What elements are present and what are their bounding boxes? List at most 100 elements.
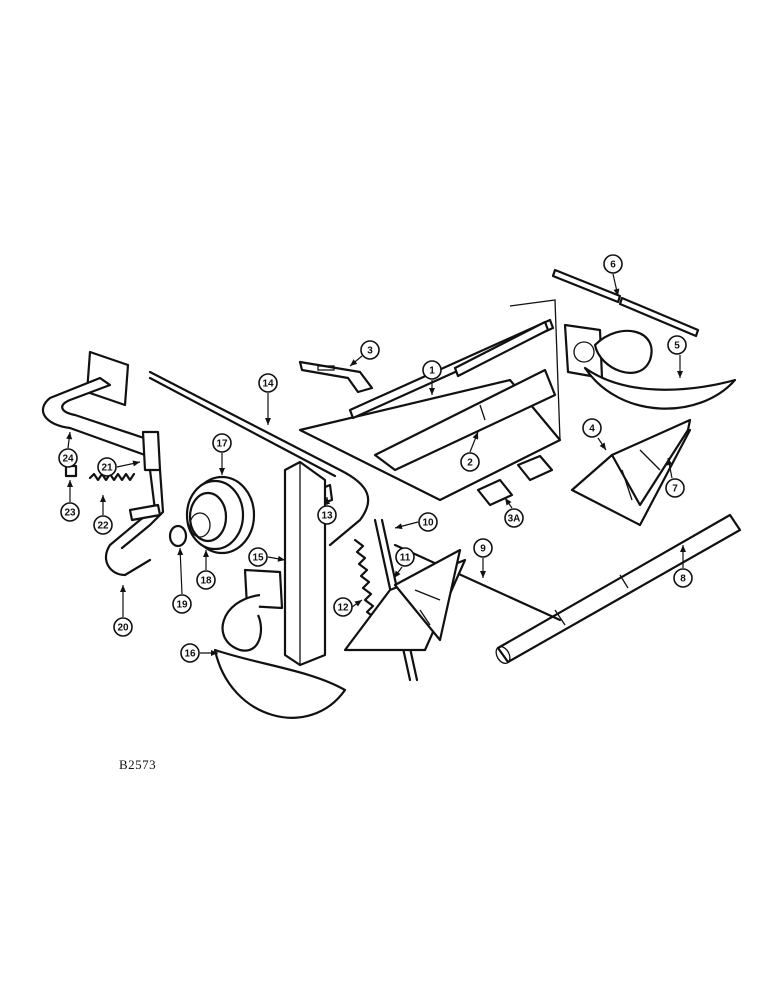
- callout-circle: [667, 335, 687, 355]
- part-20-21-crank: [104, 430, 165, 577]
- callout-arrowhead: [324, 497, 330, 504]
- callout-12: 12: [333, 597, 363, 617]
- callout-arrowhead: [67, 480, 73, 487]
- callout-circle: [93, 515, 113, 535]
- callout-arrowhead: [211, 650, 218, 656]
- callout-circle: [665, 478, 685, 498]
- callout-number: 20: [117, 623, 129, 634]
- callout-number: 5: [674, 341, 680, 352]
- callout-leader: [179, 547, 183, 595]
- part-22-spring: [88, 472, 136, 482]
- callout-circle: [212, 433, 232, 453]
- callout-13: 13: [317, 497, 337, 525]
- callout-17: 17: [212, 433, 232, 475]
- callout-arrowhead: [505, 498, 512, 506]
- callout-number: 19: [176, 600, 188, 611]
- part-2-chute: [298, 299, 562, 502]
- callout-10: 10: [394, 512, 438, 532]
- callout-circle: [248, 547, 268, 567]
- callout-18: 18: [196, 550, 216, 590]
- figure-code: B2573: [119, 757, 157, 772]
- callout-arrowhead: [177, 548, 184, 556]
- callout-arrowhead: [354, 600, 362, 607]
- callout-2: 2: [460, 431, 480, 472]
- part-19-washer: [168, 524, 188, 548]
- callout-circle: [172, 594, 192, 614]
- callout-9: 9: [473, 538, 493, 578]
- callout-arrowhead: [120, 585, 126, 592]
- callout-number: 3A: [508, 514, 521, 525]
- part-11-plates: [343, 548, 467, 652]
- callout-arrowhead: [480, 571, 486, 578]
- callout-arrowhead: [666, 458, 673, 466]
- callout-number: 14: [262, 379, 274, 390]
- callout-arrowhead: [394, 570, 401, 578]
- callout-arrowhead: [277, 555, 285, 562]
- callout-arrowhead: [613, 288, 620, 296]
- callout-arrowhead: [100, 495, 106, 502]
- callout-number: 2: [467, 458, 473, 469]
- part-9-rod: [393, 543, 562, 622]
- callout-circle: [113, 617, 133, 637]
- callout-circle: [673, 568, 693, 588]
- callout-1: 1: [422, 360, 442, 395]
- part-15-channel: [283, 460, 327, 667]
- callout-5: 5: [667, 335, 687, 378]
- callout-arrowhead: [395, 523, 403, 530]
- callout-circle: [582, 418, 602, 438]
- callout-3: 3: [349, 340, 380, 367]
- callout-19: 19: [172, 547, 192, 614]
- callout-number: 7: [672, 484, 678, 495]
- callout-number: 22: [97, 521, 109, 532]
- part-4-7-plates: [570, 418, 692, 527]
- callout-circle: [422, 360, 442, 380]
- callout-number: 4: [589, 424, 595, 435]
- callout-23: 23: [60, 480, 80, 522]
- callout-4: 4: [582, 418, 607, 451]
- callout-number: 16: [184, 649, 196, 660]
- callout-circle: [418, 512, 438, 532]
- callout-arrowhead: [680, 545, 686, 552]
- callout-arrowhead: [429, 388, 435, 395]
- callout-16: 16: [180, 643, 218, 663]
- callout-number: 24: [62, 454, 74, 465]
- callout-circle: [460, 452, 480, 472]
- callout-number: 15: [252, 553, 264, 564]
- callout-number: 21: [101, 463, 113, 474]
- callout-arrowhead: [472, 432, 479, 440]
- callout-circle: [196, 570, 216, 590]
- part-14-strap: [148, 370, 370, 547]
- callout-circle: [317, 505, 337, 525]
- callout-11: 11: [393, 547, 415, 579]
- callout-number: 18: [200, 576, 212, 587]
- callouts: 1233A45678910111213141516171819202122232…: [58, 254, 693, 663]
- callout-arrowhead: [219, 468, 225, 475]
- callout-circle: [395, 547, 415, 567]
- callout-number: 3: [367, 346, 373, 357]
- callout-number: 13: [321, 511, 333, 522]
- callout-number: 10: [422, 518, 434, 529]
- callout-arrowhead: [677, 371, 683, 378]
- callout-15: 15: [248, 547, 286, 567]
- callout-20: 20: [113, 585, 133, 637]
- callout-24: 24: [58, 431, 78, 468]
- callout-arrowhead: [265, 418, 271, 425]
- callout-number: 12: [337, 603, 349, 614]
- part-17-pulley: [185, 475, 256, 555]
- callout-circle: [360, 340, 380, 360]
- callout-circle: [60, 502, 80, 522]
- part-3a-clips: [476, 454, 554, 507]
- callout-arrowhead: [132, 460, 140, 467]
- callout-circle: [58, 448, 78, 468]
- callout-number: 17: [216, 439, 228, 450]
- part-16-left-shoe: [213, 568, 347, 719]
- callout-circle: [473, 538, 493, 558]
- callout-3a: 3A: [504, 497, 524, 528]
- callout-arrowhead: [350, 359, 358, 366]
- callout-arrowhead: [599, 442, 606, 450]
- callout-14: 14: [258, 373, 278, 425]
- callout-circle: [603, 254, 623, 274]
- part-8-tube: [495, 513, 742, 665]
- callout-number: 6: [610, 260, 616, 271]
